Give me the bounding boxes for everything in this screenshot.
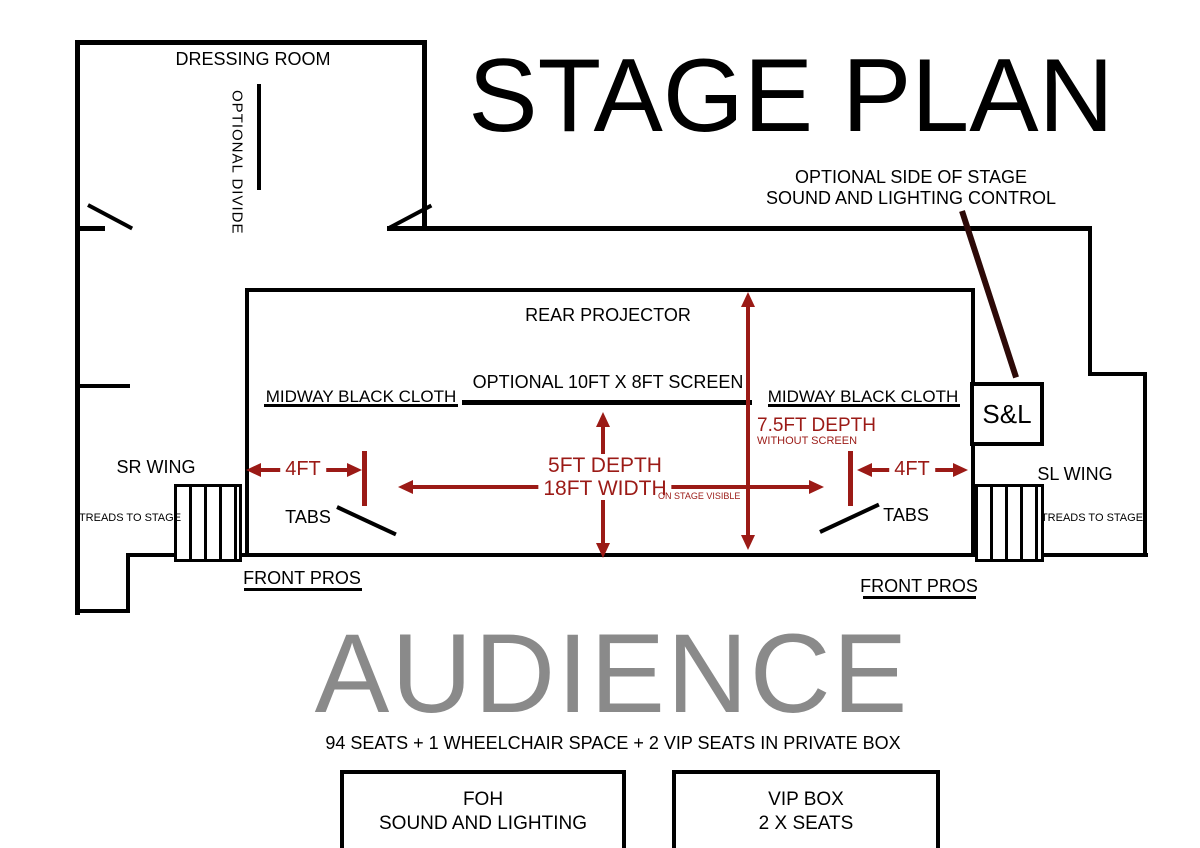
- sl-wing-label: SL WING: [1037, 464, 1113, 484]
- depth5-label: 5FT DEPTH: [543, 454, 667, 478]
- vip-box-line2: 2 X SEATS: [758, 813, 854, 834]
- foh-box-line1: FOH: [462, 789, 504, 810]
- depth75-arrow-line: [746, 305, 750, 535]
- audience-seats-note: 94 SEATS + 1 WHEELCHAIR SPACE + 2 VIP SE…: [325, 733, 901, 753]
- snl-control-box: S&L: [970, 382, 1044, 446]
- foh-box-line2: SOUND AND LIGHTING: [379, 813, 587, 834]
- width18-arrowhead-left: [398, 480, 413, 494]
- width18-arrowhead-right: [809, 480, 824, 494]
- front-pros-underline-left: [244, 588, 362, 591]
- depth5-arrowhead-up: [596, 412, 610, 427]
- width18-label: 18FT WIDTH: [538, 477, 672, 501]
- left-proscenium-step-vertical: [126, 553, 130, 613]
- rear-projector-label: REAR PROJECTOR: [525, 305, 691, 325]
- control-note-line1: OPTIONAL SIDE OF STAGE: [794, 167, 1028, 187]
- depth75-arrowhead-down: [741, 535, 755, 550]
- tabs-label-right: TABS: [883, 505, 929, 525]
- sr-wing-wall-stub: [75, 384, 130, 388]
- right-outer-wall-lower: [1143, 372, 1147, 557]
- top-wall-stub: [75, 226, 105, 231]
- dressing-room-wall-top: [75, 40, 427, 45]
- tab-line-left: [336, 505, 397, 537]
- tabs-label-left: TABS: [285, 507, 331, 527]
- depth75-arrowhead-up: [741, 292, 755, 307]
- tab-mark-left: [362, 451, 367, 506]
- front-pros-label-right: FRONT PROS: [860, 576, 978, 596]
- front-pros-underline-right: [863, 596, 976, 599]
- treads-label-right: TREADS TO STAGE: [1040, 512, 1144, 524]
- depth75-sub-label: WITHOUT SCREEN: [757, 435, 858, 447]
- right-wall-jog: [1088, 372, 1147, 376]
- on-stage-visible-note: ON STAGE VISIBLE: [658, 491, 741, 501]
- midway-cloth-line-left: [264, 404, 458, 407]
- optional-divide-label: OPTIONAL DIVIDE: [228, 90, 246, 235]
- midway-cloth-line-right: [768, 404, 960, 407]
- treads-steps-right: [975, 484, 1044, 562]
- page-title: STAGE PLAN: [468, 38, 1114, 154]
- depth75-label: 7.5FT DEPTH: [757, 415, 876, 436]
- audience-title: AUDIENCE: [314, 611, 910, 736]
- depth5-arrowhead-down: [596, 543, 610, 558]
- foh-box: FOH SOUND AND LIGHTING: [340, 770, 626, 848]
- screen-line: [462, 400, 752, 405]
- left-proscenium-step-horizontal: [75, 609, 130, 613]
- vip-box-line1: VIP BOX: [768, 789, 844, 810]
- sr-wing-label: SR WING: [116, 457, 196, 477]
- right-outer-wall-upper: [1088, 226, 1092, 376]
- midway-cloth-label-right: MIDWAY BLACK CLOTH: [767, 387, 959, 406]
- stage-wall-left: [245, 288, 249, 557]
- screen-label: OPTIONAL 10FT X 8FT SCREEN: [472, 372, 744, 392]
- snl-box-label: S&L: [982, 398, 1032, 429]
- ft4-right-label: 4FT: [889, 458, 935, 480]
- stage-wall-top: [245, 288, 975, 292]
- treads-label-left: TREADS TO STAGE: [78, 512, 182, 524]
- ft4-right-arrowhead-left: [857, 463, 872, 477]
- dressing-room-wall-right: [422, 40, 427, 230]
- tab-line-right: [819, 502, 880, 534]
- optional-divide-line: [257, 84, 261, 190]
- vip-box: VIP BOX 2 X SEATS: [672, 770, 940, 848]
- ft4-left-label: 4FT: [280, 458, 326, 480]
- front-pros-label-left: FRONT PROS: [243, 568, 361, 588]
- midway-cloth-label-left: MIDWAY BLACK CLOTH: [265, 387, 457, 406]
- ft4-left-arrowhead-left: [246, 463, 261, 477]
- tab-mark-right: [848, 451, 853, 506]
- top-wall-long: [387, 226, 1092, 231]
- control-pointer-line: [959, 210, 1019, 379]
- treads-steps-left: [174, 484, 242, 562]
- ft4-right-arrowhead-right: [953, 463, 968, 477]
- dressing-room-label: DRESSING ROOM: [175, 49, 331, 69]
- left-outer-wall: [75, 40, 80, 615]
- stage-front-line: [126, 553, 1148, 557]
- control-note-line2: SOUND AND LIGHTING CONTROL: [765, 188, 1057, 208]
- ft4-left-arrowhead-right: [347, 463, 362, 477]
